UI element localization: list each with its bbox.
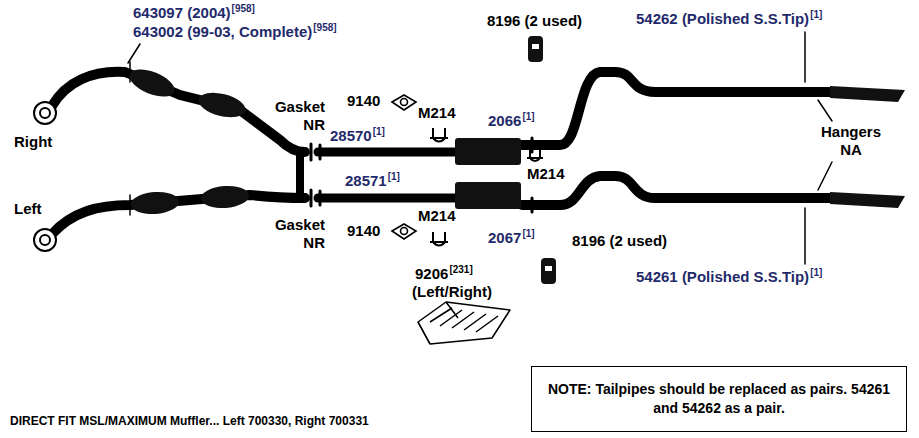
part-number: 2066 (488, 112, 521, 130)
part-number: 643002 (99-03, Complete) (133, 23, 312, 41)
part-number: 28571 (345, 172, 387, 190)
part-number: 8196 (2 used) (487, 12, 582, 30)
part-number: M214 (527, 165, 565, 183)
note-content: NOTE: Tailpipes should be replaced as pa… (542, 380, 896, 418)
side-label: Right (14, 133, 52, 151)
part-number: 8196 (2 used) (572, 232, 667, 250)
side-label: Left (14, 200, 42, 218)
hanger-note: Hangers NA (815, 123, 887, 159)
part-number: 9140 (347, 92, 380, 110)
callout-reference: [1] (522, 228, 534, 239)
callout-reference: [958] (232, 3, 255, 14)
part-number: 643097 (2004) (133, 4, 231, 22)
footer-note: DIRECT FIT MSL/MAXIMUM Muffler... Left 7… (10, 414, 369, 429)
part-number: 9140 (347, 222, 380, 240)
part-number: 2067 (488, 229, 521, 247)
gasket-note: Gasket NR (250, 98, 325, 134)
part-number: M214 (418, 207, 456, 225)
callout-reference: [231] (449, 264, 472, 275)
part-number: 54262 (Polished S.S.Tip) (636, 10, 809, 28)
callout-reference: [1] (373, 126, 385, 137)
callout-reference: [1] (810, 9, 822, 20)
callout-reference: [1] (522, 111, 534, 122)
part-number: 28570 (330, 127, 372, 145)
part-number: M214 (418, 104, 456, 122)
callout-reference: [1] (810, 267, 822, 278)
part-note: (Left/Right) (412, 283, 492, 301)
part-number: 9206 (415, 265, 448, 283)
callout-reference: [1] (388, 171, 400, 182)
note-box: NOTE: Tailpipes should be replaced as pa… (531, 366, 907, 432)
callout-reference: [958] (313, 22, 336, 33)
note-text: NOTE: Tailpipes should be replaced as pa… (542, 380, 896, 418)
part-number: 54261 (Polished S.S.Tip) (636, 268, 809, 286)
gasket-note: Gasket NR (250, 216, 325, 252)
